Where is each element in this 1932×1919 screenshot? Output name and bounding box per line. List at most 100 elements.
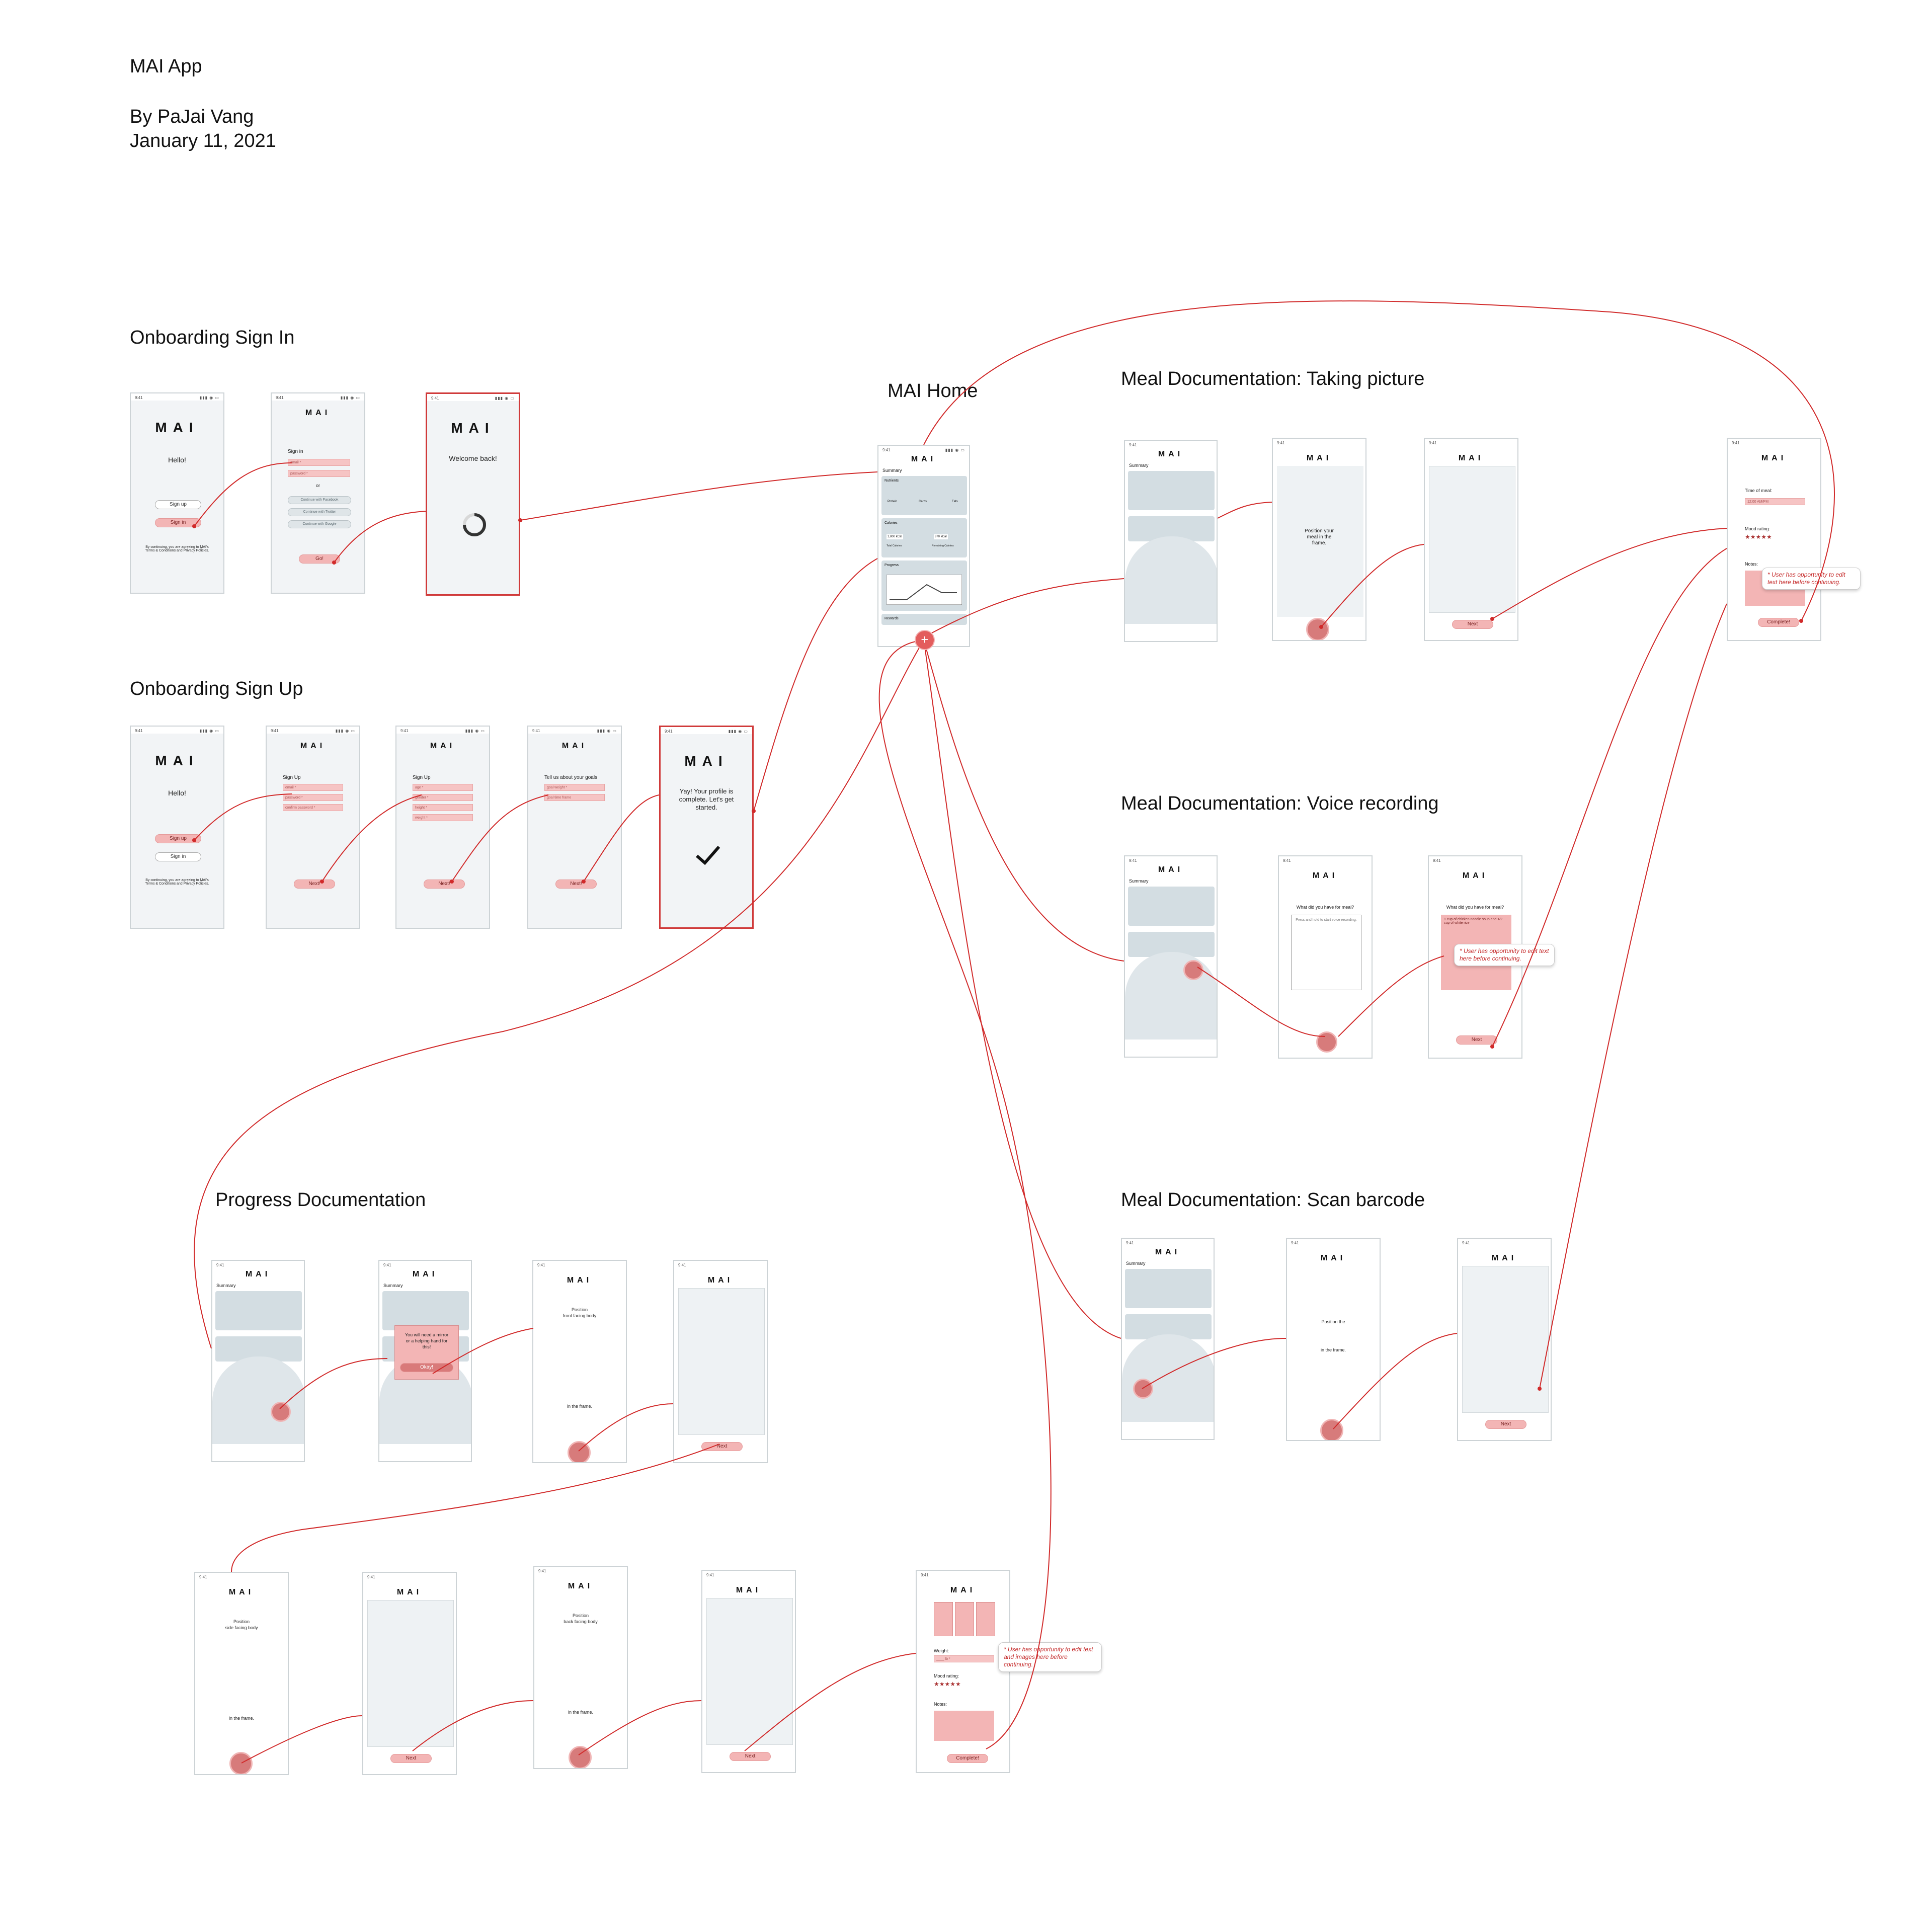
body-progress-option[interactable] [271,1402,291,1422]
next-button[interactable]: Next [1456,1035,1497,1045]
mood-rating-label: Mood rating: [934,1673,959,1678]
password-field[interactable]: password * [288,470,350,477]
capture-button[interactable] [229,1752,253,1774]
flow-home-to-picture [931,578,1124,633]
next-button[interactable]: Next! [294,879,335,889]
time-of-meal-field[interactable]: 12:00 AM/PM [1745,498,1805,505]
mai-logo: MAI [430,742,456,750]
twitter-button[interactable]: Continue with Twitter [288,508,351,516]
transcript-box[interactable]: Press and hold to start voice recording. [1291,915,1361,990]
go-button[interactable]: Go! [299,554,340,564]
okay-button[interactable]: Okay! [400,1363,453,1372]
next-button[interactable]: Next [1485,1420,1526,1429]
add-entry-button[interactable]: + [915,630,935,650]
next-button[interactable]: Next [390,1754,432,1763]
terms-text: By continuing, you are agreeing to MAI's… [145,545,209,552]
summary-label: Summary [882,468,902,473]
welcome-back-text: Welcome back! [449,454,497,462]
summary-label: Summary [1129,463,1149,468]
nutrients-label: Nutrients [884,479,899,483]
side-photo-preview [367,1600,454,1747]
sign-up-button[interactable]: Sign up [155,500,201,509]
mai-logo: MAI [412,1270,438,1278]
email-field[interactable]: email * [283,784,343,791]
next-button[interactable]: Next! [555,879,597,889]
record-button[interactable] [1316,1031,1337,1053]
barcode-camera-screen: 9:41 MAI Position the in the frame. [1286,1238,1381,1441]
back-photo-thumb[interactable] [976,1602,995,1636]
status-time: 9:41 [665,729,673,734]
status-time: 9:41 [1126,1241,1134,1245]
progress-chart-icon [887,575,962,605]
section-progress-title: Progress Documentation [215,1189,426,1211]
summary-label: Summary [1129,878,1149,884]
complete-button[interactable]: Complete! [1758,618,1799,627]
flow-goals-to-complete [583,794,660,882]
height-field[interactable]: height * [413,804,473,811]
progress-card[interactable]: Progress [881,561,967,611]
next-button[interactable]: Next [730,1752,771,1761]
sign-in-title: Sign in [288,449,303,454]
gender-field[interactable]: gender * [413,794,473,801]
summary-label: Summary [216,1283,236,1288]
protein-label: Protein [888,500,898,503]
microphone-option[interactable] [1183,960,1203,980]
notes-field[interactable] [934,1711,994,1741]
next-button[interactable]: Next [1452,620,1493,629]
calories-card[interactable]: Calories 1,800 kCal 870 kCal Total Calor… [881,518,967,557]
flow-home-to-voice [923,639,1124,962]
tab-bar [1125,624,1217,641]
next-button[interactable]: Next [701,1442,743,1451]
side-photo-thumb[interactable] [955,1602,974,1636]
meal-action-menu-screen: 9:41 MAI Summary [1124,440,1218,642]
flow-profile-to-goals [451,794,549,882]
progress-summary-screen: 9:41 MAI Weight: ____ lb * Mood rating: … [916,1570,1010,1773]
confirm-password-field[interactable]: confirm password * [283,804,343,811]
complete-button[interactable]: Complete! [947,1754,988,1763]
remaining-calories-label: Remaining Calories [932,544,954,547]
sign-in-button[interactable]: Sign in [155,518,201,527]
flow-home-to-progress [194,639,924,1349]
weight-field[interactable]: ____ lb * [934,1655,994,1662]
email-field[interactable]: email * [288,459,350,466]
connector-dot [332,561,336,565]
capture-button[interactable] [1320,1419,1343,1440]
flow-barcode-menu-to-camera [1142,1338,1286,1389]
capture-button[interactable] [569,1746,592,1768]
time-of-meal-label: Time of meal: [1745,488,1773,493]
front-photo-thumb[interactable] [934,1602,953,1636]
flow-side-preview-to-back [412,1700,534,1751]
flow-popup-to-front-camera [432,1328,534,1374]
rewards-label: Rewards [884,617,899,620]
status-icons: ▮▮▮ ◉ ▭ [199,395,219,400]
signup-account-screen: 9:41 ▮▮▮ ◉ ▭ MAI Sign Up email * passwor… [266,726,360,929]
age-field[interactable]: age * [413,784,473,791]
total-calories-value: 1,800 kCal [887,534,903,539]
barcode-option[interactable] [1133,1379,1153,1399]
facebook-button[interactable]: Continue with Facebook [288,496,351,504]
flow-welcome-to-home [520,471,878,521]
sign-in-button[interactable]: Sign in [155,852,201,861]
nutrients-card[interactable]: Nutrients Protein Carbs Fats [881,476,967,515]
mai-logo: MAI [1491,1254,1517,1262]
status-time: 9:41 [1129,858,1137,863]
weight-field[interactable]: weight * [413,814,473,821]
sign-up-button[interactable]: Sign up [155,834,201,843]
flow-front-preview-to-side [231,1444,720,1572]
mood-stars[interactable]: ★★★★★ [934,1681,961,1688]
mood-stars[interactable]: ★★★★★ [1745,533,1772,540]
goal-timeframe-field[interactable]: goal time frame [544,794,605,801]
status-time: 9:41 [431,396,439,401]
flow-account-to-profile [321,794,422,882]
google-button[interactable]: Continue with Google [288,520,351,528]
status-icons: ▮▮▮ ◉ ▭ [728,729,748,734]
front-position-2: front facing body [562,1313,597,1318]
photo-preview [1429,466,1515,613]
section-picture-title: Meal Documentation: Taking picture [1121,368,1425,389]
rewards-card[interactable]: Rewards [881,614,967,625]
password-field[interactable]: password * [283,794,343,801]
goal-weight-field[interactable]: goal weight * [544,784,605,791]
front-photo-preview [678,1288,765,1435]
next-button[interactable]: Next! [424,879,465,889]
capture-button[interactable] [568,1441,591,1462]
